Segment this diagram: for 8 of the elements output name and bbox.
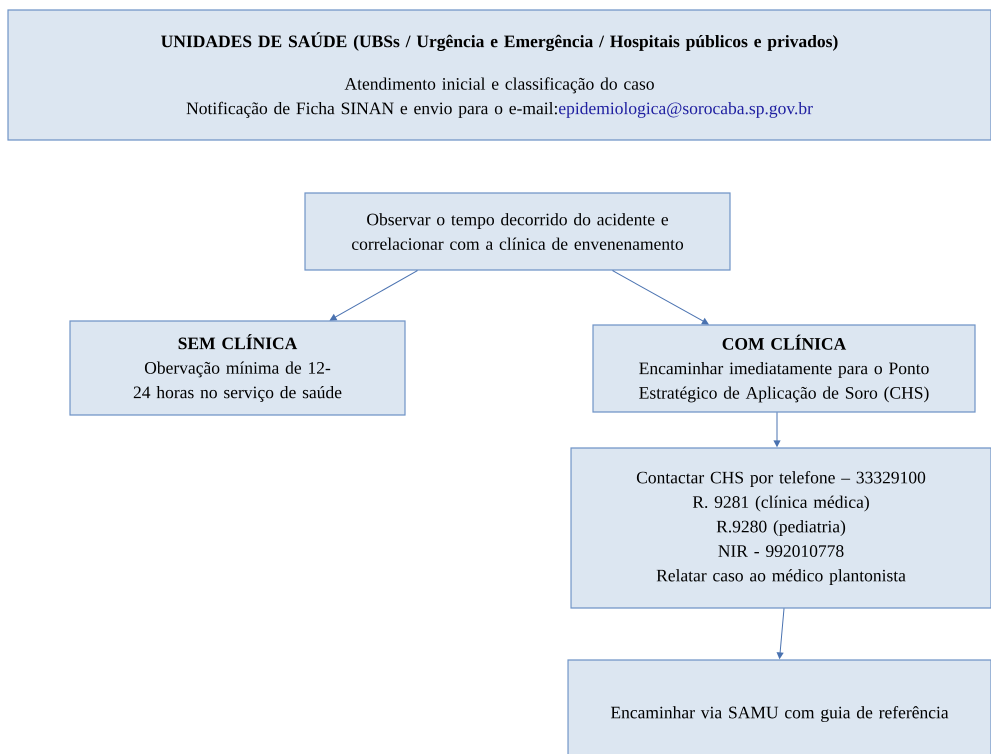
process-box: Observar o tempo decorrido do acidente e correlacionar com a clínica de envenenamento <box>304 192 731 271</box>
header-box: UNIDADES DE SAÚDE (UBSs / Urgência e Emergência / Hospitais públicos e privados) Atendimento inicial e classificação do caso Notificação de Ficha SINAN e envio para o e-mail:epidemiologica@sorocaba.sp.gov.br <box>7 9 991 141</box>
process-box: Encaminhar via SAMU com guia de referência <box>567 659 991 754</box>
process-box: Contactar CHS por telefone – 33329100 R. 9281 (clínica médica) R.9280 (pediatria) NIR - 992010778 Relatar caso ao médico plantonista <box>570 447 991 609</box>
process-box: SEM CLÍNICA Obervação mínima de 12- 24 horas no serviço de saúde <box>69 320 406 416</box>
arrow <box>612 270 709 324</box>
process-box: COM CLÍNICA Encaminhar imediatamente para o Ponto Estratégico de Aplicação de Soro (CHS) <box>592 324 976 413</box>
arrow <box>330 270 418 320</box>
